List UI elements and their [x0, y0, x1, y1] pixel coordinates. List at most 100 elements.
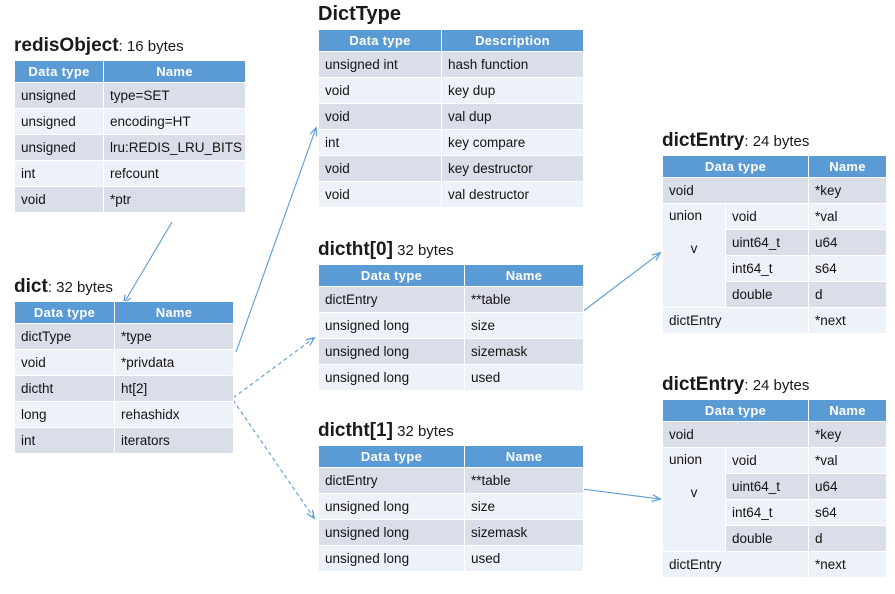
cell-datatype: unsigned long [318, 364, 465, 391]
table-row: void key destructor [318, 155, 584, 182]
cell-union-label: union v [662, 447, 726, 552]
cell-union-name: d [808, 525, 888, 552]
dict-name: dict [14, 276, 48, 297]
cell-datatype: void [318, 155, 442, 182]
dictentry-bottom-size: : 24 bytes [744, 377, 810, 394]
cell-name: sizemask [464, 338, 584, 365]
dictht1-name: dictht[1] [318, 420, 393, 441]
dict-table: Data type Name dictType *type void *priv… [14, 301, 234, 454]
cell-union-name: *val [808, 447, 888, 474]
cell-union-type: uint64_t [724, 473, 810, 500]
cell-datatype: dictType [14, 323, 115, 350]
table-row: unsigned long sizemask [318, 338, 584, 365]
dictht0-name: dictht[0] [318, 239, 393, 260]
table-row: unsigned encoding=HT [14, 108, 246, 135]
cell-name: sizemask [464, 519, 584, 546]
cell-name: lru:REDIS_LRU_BITS [103, 134, 246, 161]
table-header-row: Data type Name [661, 399, 888, 422]
table-row: void val dup [318, 103, 584, 130]
table-row: void key dup [318, 77, 584, 104]
cell-name: *next [808, 307, 888, 334]
cell-datatype: void [14, 349, 115, 376]
cell-name: rehashidx [114, 401, 234, 428]
dictht1-title: dictht[1] 32 bytes [318, 421, 584, 440]
cell-datatype: void [661, 421, 810, 448]
column-header-description: Description [441, 29, 584, 52]
table-row: dictEntry *next [661, 551, 888, 578]
table-row: int iterators [14, 427, 234, 454]
cell-union-type: double [724, 525, 810, 552]
cell-union-type: int64_t [724, 499, 810, 526]
cell-datatype: unsigned long [318, 519, 465, 546]
struct-dicttype: DictType Data type Description unsigned … [318, 4, 584, 208]
cell-name: *privdata [114, 349, 234, 376]
struct-dictentry-top: dictEntry: 24 bytes Data type Name void … [661, 131, 888, 334]
table-row: void *key [661, 421, 888, 448]
dictht0-table: Data type Name dictEntry **table unsigne… [318, 264, 584, 391]
table-row: void *privdata [14, 349, 234, 376]
dictht0-title: dictht[0] 32 bytes [318, 240, 584, 259]
cell-union-type: void [724, 203, 810, 230]
cell-description: hash function [441, 51, 584, 78]
dictentry-top-title: dictEntry: 24 bytes [662, 131, 887, 150]
cell-datatype: unsigned [14, 134, 104, 161]
dictentry-top-table: Data type Name void *key union v void *v… [661, 155, 888, 334]
dictentry-top-name: dictEntry [662, 130, 745, 151]
cell-union-name: d [808, 281, 888, 308]
dictentry-bottom-title: dictEntry: 24 bytes [662, 375, 887, 394]
cell-union-type: void [724, 447, 810, 474]
table-row: int refcount [14, 160, 246, 187]
cell-union-name: s64 [808, 255, 888, 282]
struct-dictht0: dictht[0] 32 bytes Data type Name dictEn… [318, 240, 584, 391]
cell-description: key compare [441, 129, 584, 156]
table-row: unsigned int hash function [318, 51, 584, 78]
cell-name: used [464, 364, 584, 391]
cell-name: *next [808, 551, 888, 578]
cell-union-name: *val [808, 203, 888, 230]
cell-datatype: unsigned [14, 108, 104, 135]
table-row: long rehashidx [14, 401, 234, 428]
cell-datatype: void [661, 177, 810, 204]
table-row: void *ptr [14, 186, 246, 213]
cell-datatype: unsigned int [318, 51, 442, 78]
column-header-datatype: Data type [318, 445, 465, 468]
cell-description: key destructor [441, 155, 584, 182]
column-header-name: Name [808, 399, 888, 422]
arrow-dictht0-to-dictentry [581, 253, 660, 313]
table-header-row: Data type Name [661, 155, 888, 178]
cell-datatype: int [14, 160, 104, 187]
union-variable: v [690, 241, 698, 256]
table-row: int64_t s64 [663, 499, 888, 526]
table-row: union v void *val [662, 203, 888, 308]
cell-datatype: void [318, 181, 442, 208]
dictht0-size: 32 bytes [392, 242, 454, 259]
dicttype-name: DictType [318, 3, 401, 25]
cell-name: *ptr [103, 186, 246, 213]
dicttype-title: DictType [318, 4, 584, 24]
cell-union-name: u64 [808, 229, 888, 256]
redisobject-title: redisObject: 16 bytes [14, 36, 246, 55]
table-header-row: Data type Name [14, 60, 246, 83]
table-row: unsigned long used [318, 545, 584, 572]
dict-title: dict: 32 bytes [14, 277, 234, 296]
cell-name: size [464, 312, 584, 339]
cell-union-type: uint64_t [724, 229, 810, 256]
table-row: uint64_t u64 [663, 229, 888, 256]
cell-datatype: void [14, 186, 104, 213]
cell-name: **table [464, 467, 584, 494]
table-row: void *key [661, 177, 888, 204]
arrow-dict-to-dictht0 [232, 338, 314, 399]
cell-datatype: void [318, 103, 442, 130]
dicttype-table: Data type Description unsigned int hash … [318, 29, 584, 208]
column-header-datatype: Data type [318, 264, 465, 287]
table-row: dictEntry *next [661, 307, 888, 334]
cell-datatype: int [318, 129, 442, 156]
table-row: unsigned long size [318, 312, 584, 339]
dictentry-bottom-table: Data type Name void *key union v void *v… [661, 399, 888, 578]
column-header-datatype: Data type [661, 155, 810, 178]
column-header-datatype: Data type [14, 301, 115, 324]
table-header-row: Data type Name [318, 445, 584, 468]
column-header-name: Name [464, 445, 584, 468]
column-header-name: Name [114, 301, 234, 324]
table-row: unsigned long used [318, 364, 584, 391]
